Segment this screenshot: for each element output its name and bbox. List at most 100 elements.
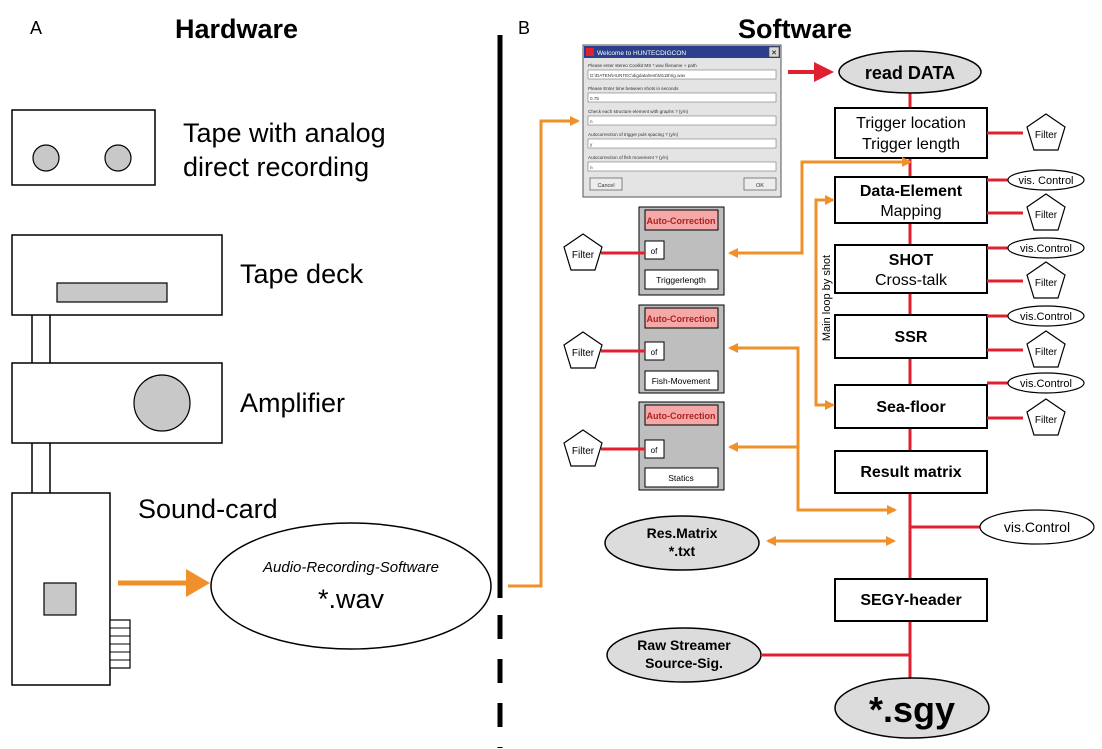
of-label-3: of — [651, 446, 658, 455]
tape-label-line2: direct recording — [183, 152, 369, 182]
statics-label: Statics — [668, 473, 694, 483]
triggerlength-label: Triggerlength — [656, 275, 706, 285]
of-box-1 — [644, 240, 665, 260]
vis-control-data-element — [1007, 169, 1085, 191]
main-loop-label: Main loop by shot — [821, 255, 833, 341]
of-label-2: of — [651, 348, 658, 357]
filter-ac1-label: Filter — [572, 250, 595, 261]
amplifier-knob — [133, 374, 191, 432]
tape-deck-slot — [56, 282, 168, 303]
dialog-a2: 0.75 — [590, 96, 599, 101]
dialog-q5: Autocorrection of fish movement ? (y/n) — [588, 155, 669, 160]
dialog-input-3[interactable] — [587, 115, 777, 126]
read-data-oval — [838, 50, 982, 94]
trigger-line2: Trigger length — [862, 136, 960, 153]
vis-control-sea-floor-label: vis.Control — [1020, 378, 1072, 390]
audio-software-oval — [210, 522, 492, 650]
software-title: Software — [738, 14, 852, 44]
dialog-a4: y — [590, 142, 593, 147]
auto-correction-label-3: Auto-Correction — [647, 411, 716, 421]
panel-a-letter: A — [30, 18, 42, 38]
arrow-card-to-software-head — [186, 569, 210, 597]
wav-label: *.wav — [318, 584, 385, 614]
dialog-input-2[interactable] — [587, 92, 777, 103]
segy-header-label: SEGY-header — [860, 592, 961, 609]
dialog-ok-label: OK — [756, 183, 764, 189]
sgy-label: *.sgy — [869, 689, 955, 730]
dialog-titlebar — [584, 46, 780, 58]
filter-ssr-label: Filter — [1035, 347, 1058, 358]
filter-auto-correction-2: Filter — [563, 331, 603, 369]
filter-sea-floor-label: Filter — [1035, 415, 1058, 426]
dialog-q4: Autocorrection of trigger puls spacing ?… — [588, 132, 679, 137]
auto-correction-triggerlength: Auto-Correction of Triggerlength — [638, 206, 725, 296]
tape-cassette — [11, 109, 156, 186]
dialog-input-4[interactable] — [587, 138, 777, 149]
filter-auto-correction-1: Filter — [563, 233, 603, 271]
dialog-a5: n — [590, 165, 593, 170]
res-matrix-line2: *.txt — [669, 543, 696, 559]
dialog-input-1[interactable] — [587, 69, 777, 80]
dialog-title: Welcome to HUNTECDIGCON — [597, 50, 686, 57]
tape-reel-right — [104, 144, 132, 172]
fish-movement-label: Fish-Movement — [652, 376, 711, 386]
arrow-wav-to-dialog — [508, 116, 580, 588]
dialog-app-icon — [586, 48, 594, 56]
filter-sea-floor: Filter — [1026, 398, 1066, 436]
raw-streamer-line1: Raw Streamer — [637, 637, 731, 653]
filter-trigger-label: Filter — [1035, 130, 1058, 141]
dialog-q1: Please enter stereo Coolkit MS *.wav fil… — [588, 63, 697, 68]
welcome-dialog: Welcome to HUNTECDIGCON ✕ Please enter s… — [582, 44, 782, 198]
dialog-a1: D:\DATEN\HUNTEC\digdata\test\M11B\rig.wa… — [590, 73, 686, 78]
vis-control-result — [979, 509, 1095, 545]
tapedeck-label: Tape deck — [240, 259, 364, 289]
sound-card-chip — [43, 582, 77, 616]
ssr-label: SSR — [895, 329, 928, 346]
amplifier-label: Amplifier — [240, 388, 345, 418]
vis-control-ssr — [1007, 305, 1085, 327]
filter-data-element-label: Filter — [1035, 210, 1058, 221]
trigger-box — [834, 107, 988, 159]
result-matrix-label: Result matrix — [860, 464, 961, 481]
auto-correction-label-2: Auto-Correction — [647, 314, 716, 324]
arrow-ac2-to-result — [728, 343, 897, 515]
filter-auto-correction-3: Filter — [563, 429, 603, 467]
auto-correction-fish-movement: Auto-Correction of Fish-Movement — [638, 304, 725, 394]
filter-shot: Filter — [1026, 261, 1066, 299]
dialog-q3: Check each structure element with graphs… — [588, 109, 689, 114]
vis-control-shot — [1007, 237, 1085, 259]
dialog-close-button[interactable] — [768, 46, 780, 58]
filter-trigger: Filter — [1026, 113, 1066, 151]
statics-box — [644, 467, 719, 488]
filter-shot-label: Filter — [1035, 278, 1058, 289]
auto-correction-header-3 — [644, 404, 719, 426]
panel-b-letter: B — [518, 18, 530, 38]
data-element-line1: Data-Element — [860, 183, 963, 200]
triggerlength-box — [644, 269, 719, 290]
shot-line2: Cross-talk — [875, 272, 948, 289]
read-data-label: read DATA — [865, 63, 955, 83]
vis-control-result-label: vis.Control — [1004, 519, 1070, 535]
sound-card — [11, 492, 131, 686]
tape-deck — [11, 234, 223, 316]
filter-ssr: Filter — [1026, 330, 1066, 368]
audio-software-label: Audio-Recording-Software — [262, 559, 439, 576]
fish-movement-box — [644, 370, 719, 391]
dialog-input-5[interactable] — [587, 161, 777, 172]
ssr-box — [834, 314, 988, 359]
dialog-cancel-button[interactable] — [589, 177, 623, 191]
res-matrix-oval — [604, 515, 760, 571]
hardware-title: Hardware — [175, 14, 298, 44]
amplifier — [11, 362, 223, 444]
soundcard-label: Sound-card — [138, 494, 278, 524]
dialog-q2: Please Enter time between shots in secon… — [588, 86, 679, 91]
vis-control-data-element-label: vis. Control — [1018, 175, 1073, 187]
filter-data-element: Filter — [1026, 193, 1066, 231]
vis-control-ssr-label: vis.Control — [1020, 311, 1072, 323]
arrow-dialog-to-read-head — [814, 62, 834, 82]
tape-reel-left — [32, 144, 60, 172]
res-matrix-line1: Res.Matrix — [647, 525, 718, 541]
sgy-oval — [834, 677, 990, 739]
auto-correction-label-1: Auto-Correction — [647, 216, 716, 226]
tape-label-line1: Tape with analog — [183, 118, 386, 148]
